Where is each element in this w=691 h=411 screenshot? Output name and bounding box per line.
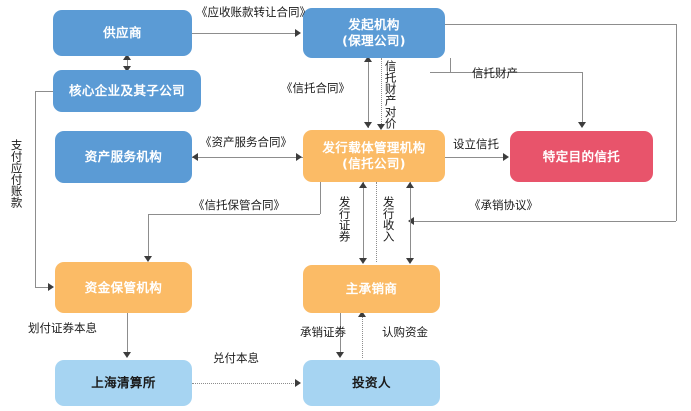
arrowhead-underwriting-down [406,258,414,264]
edge-clearing-to-investor [192,383,296,384]
arrowhead-issue-securities-up [359,182,367,188]
arrowhead-spv-to-sptrust [503,153,509,161]
edge-label-establish-trust: 设立信托 [453,137,499,151]
edge-label-transfer-principal-interest: 划付证券本息 [28,321,97,335]
edge-underwriting-horizontal [410,221,676,222]
node-lead-underwriter[interactable]: 主承销商 [303,265,440,313]
node-shanghai-clearing[interactable]: 上海清算所 [55,360,192,406]
node-supplier[interactable]: 供应商 [53,10,192,56]
node-investor[interactable]: 投资人 [303,360,440,406]
arrowhead-underwrite-securities [336,352,344,358]
edge-label-underwrite-securities: 承销证券 [300,325,346,339]
arrowhead-originator-to-spv [377,124,385,130]
arrowhead-to-assetsvc [192,153,198,161]
node-core-enterprise[interactable]: 核心企业及其子公司 [53,70,201,112]
edge-core-to-custodian-bottom [35,287,51,288]
arrowhead-issue-securities [359,258,367,264]
edge-label-trust-property-consideration: 信托财产对价 [383,60,398,129]
edge-core-to-custodian-vertical [35,91,36,287]
edge-investor-to-underwriter [362,313,363,358]
arrowhead-underwriting-up [406,182,414,188]
edge-supplier-core [127,56,128,72]
edge-label-asset-service-contract: 《资产服务合同》 [200,135,292,149]
edge-label-issue-securities: 发行证券 [337,196,352,242]
edge-label-trust-contract: 《信托合同》 [281,81,350,95]
edge-underwriting-agreement-vertical [410,182,411,262]
edge-right-rail-vertical [676,24,677,221]
arrowhead-supplier-to-originator [295,29,301,37]
arrowhead-spv-to-custodian [144,256,152,262]
arrowhead-core-to-supplier [123,54,131,60]
edge-trust-property-horizontal [430,72,582,73]
arrowhead-clearing-to-investor [295,379,301,387]
arrowhead-core-to-custodian [48,283,54,291]
arrowhead-to-spvmanager [296,153,302,161]
edge-supplier-to-originator [192,33,296,34]
edge-trust-property-stub [450,58,451,72]
edge-spv-to-originator [368,58,369,128]
edge-label-underwriting-agreement: 《承销协议》 [469,198,538,212]
edge-label-subscription-funds: 认购资金 [382,325,428,339]
edge-label-pay-accounts-payable: 支付应付账款 [9,139,24,208]
edge-assetsvc-spvmanager [192,157,303,158]
edge-label-receivables-transfer-contract: 《应收账款转让合同》 [196,5,311,19]
edge-spv-to-custodian-down2 [148,214,149,258]
arrowhead-trust-property-to-sptrust [578,122,586,128]
arrowhead-spv-to-originator-down [364,122,372,128]
edge-custodian-to-clearing [127,313,128,354]
edge-spv-to-custodian-horizontal [148,214,320,215]
edge-trust-property-down [582,72,583,124]
edge-core-to-custodian-top [35,91,53,92]
edge-originator-to-spv-dotted [381,58,382,128]
edge-trust-property-left [430,72,450,73]
arrowhead-underwriting-agreement [408,217,414,225]
edge-underwriter-to-spv-proceeds [376,182,377,262]
edge-originator-right [445,24,676,25]
arrowhead-supplier-to-core [123,66,131,72]
edge-label-issue-proceeds: 发行收入 [381,196,396,242]
edge-label-trust-property: 信托财产 [472,66,518,80]
arrowhead-subscription-funds [358,311,366,317]
edge-spv-to-underwriter-securities [363,182,364,260]
edge-label-trust-custody-contract: 《信托保管合同》 [193,198,285,212]
edge-spv-to-sptrust [445,157,507,158]
node-originator[interactable]: 发起机构 (保理公司) [303,8,445,58]
node-special-purpose-trust[interactable]: 特定目的信托 [510,131,653,182]
arrowhead-custodian-to-clearing [123,352,131,358]
edge-label-redeem-principal-interest: 兑付本息 [213,351,259,365]
node-asset-service[interactable]: 资产服务机构 [55,131,192,183]
arrowhead-spv-to-originator [364,56,372,62]
node-fund-custodian[interactable]: 资金保管机构 [55,262,192,313]
edge-spv-to-custodian-down1 [320,182,321,214]
edge-underwriter-to-investor [340,313,341,356]
node-spv-manager[interactable]: 发行载体管理机构 (信托公司) [303,130,445,182]
